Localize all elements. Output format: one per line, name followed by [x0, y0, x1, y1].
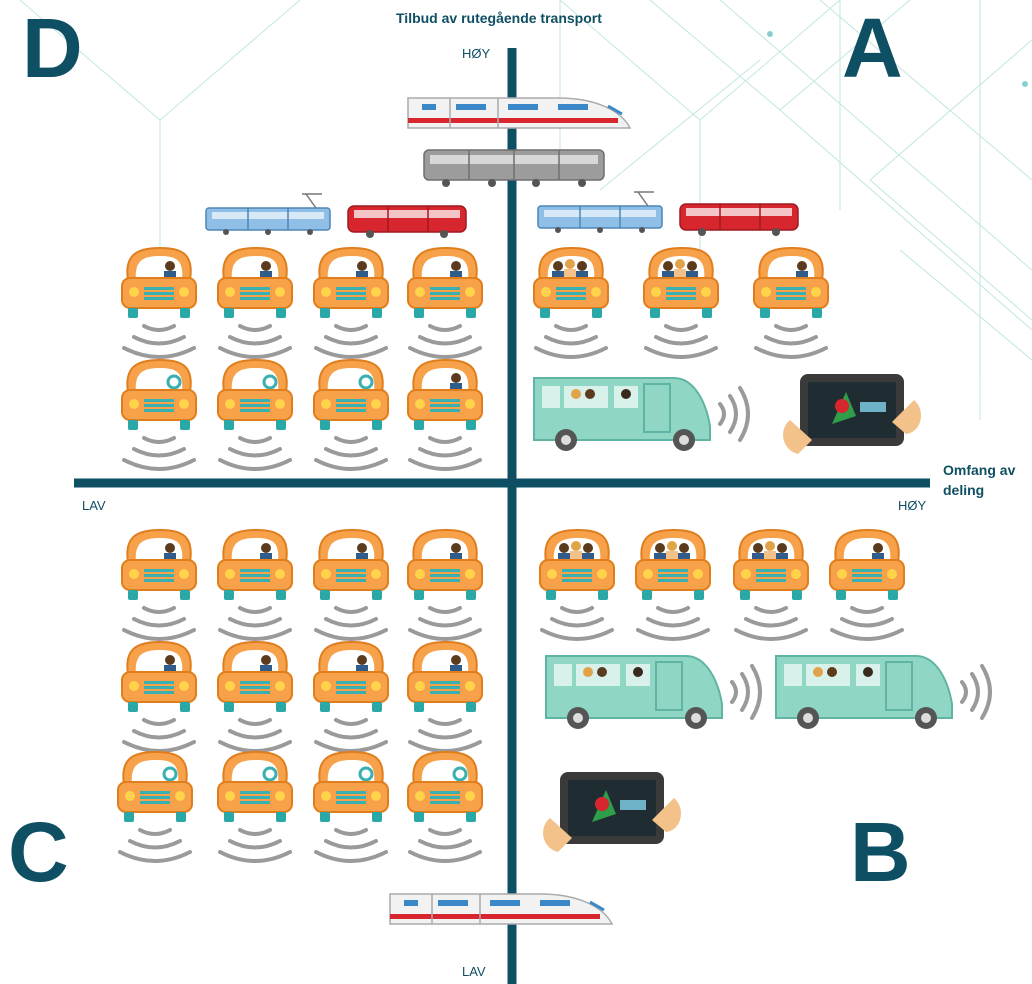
vertical-axis-high-label: HØY — [462, 46, 491, 61]
autonomous-car-icon — [216, 750, 294, 863]
autonomous-car-icon — [120, 358, 198, 471]
shared-car-icon — [642, 246, 720, 359]
taxi-car-icon — [406, 358, 484, 471]
vertical-axis-title: Tilbud av rutegående transport — [396, 10, 602, 26]
bus-icon — [679, 203, 799, 237]
taxi-car-icon — [120, 640, 198, 753]
horizontal-axis-title-line2: deling — [943, 482, 985, 498]
high-speed-train-icon — [388, 892, 614, 926]
tram-icon — [205, 193, 331, 236]
quadrant-label-c: C — [8, 805, 69, 899]
taxi-car-icon — [216, 246, 294, 359]
autonomous-car-icon — [216, 358, 294, 471]
autonomous-car-icon — [406, 750, 484, 863]
tablet-app-icon — [783, 374, 921, 454]
quadrant-label-d: D — [22, 1, 83, 95]
horizontal-axis-title-line1: Omfang av — [943, 462, 1016, 478]
shared-car-icon — [538, 528, 616, 641]
vertical-axis-low-label: LAV — [462, 964, 486, 979]
tram-icon — [537, 191, 663, 234]
taxi-car-icon — [406, 246, 484, 359]
taxi-car-icon — [828, 528, 906, 641]
horizontal-axis-low-label: LAV — [82, 498, 106, 513]
shared-car-icon — [732, 528, 810, 641]
quadrant-c-cars — [116, 528, 484, 863]
autonomous-car-icon — [312, 358, 390, 471]
shared-van-icon — [544, 654, 762, 731]
quadrant-d-cars — [120, 246, 484, 471]
horizontal-axis-high-label: HØY — [898, 498, 927, 513]
taxi-car-icon — [406, 528, 484, 641]
tablet-app-icon — [543, 772, 681, 852]
quadrant-b-vehicles — [538, 528, 992, 852]
bus-icon — [347, 205, 467, 239]
taxi-car-icon — [120, 246, 198, 359]
shared-car-icon — [634, 528, 712, 641]
autonomous-car-icon — [312, 750, 390, 863]
shared-van-icon — [774, 654, 992, 731]
hexagon-grid-background — [19, 0, 1032, 420]
taxi-car-icon — [406, 640, 484, 753]
high-speed-train-icon — [406, 96, 632, 130]
shared-car-icon — [532, 246, 610, 359]
taxi-car-icon — [216, 528, 294, 641]
taxi-car-icon — [312, 246, 390, 359]
taxi-car-icon — [312, 528, 390, 641]
shared-van-icon — [532, 376, 750, 453]
taxi-car-icon — [752, 246, 830, 359]
quadrant-a-vehicles — [532, 246, 921, 454]
taxi-car-icon — [120, 528, 198, 641]
quadrant-label-b: B — [850, 805, 911, 899]
taxi-car-icon — [216, 640, 294, 753]
autonomous-car-icon — [116, 750, 194, 863]
taxi-car-icon — [312, 640, 390, 753]
quadrant-label-a: A — [842, 1, 903, 95]
